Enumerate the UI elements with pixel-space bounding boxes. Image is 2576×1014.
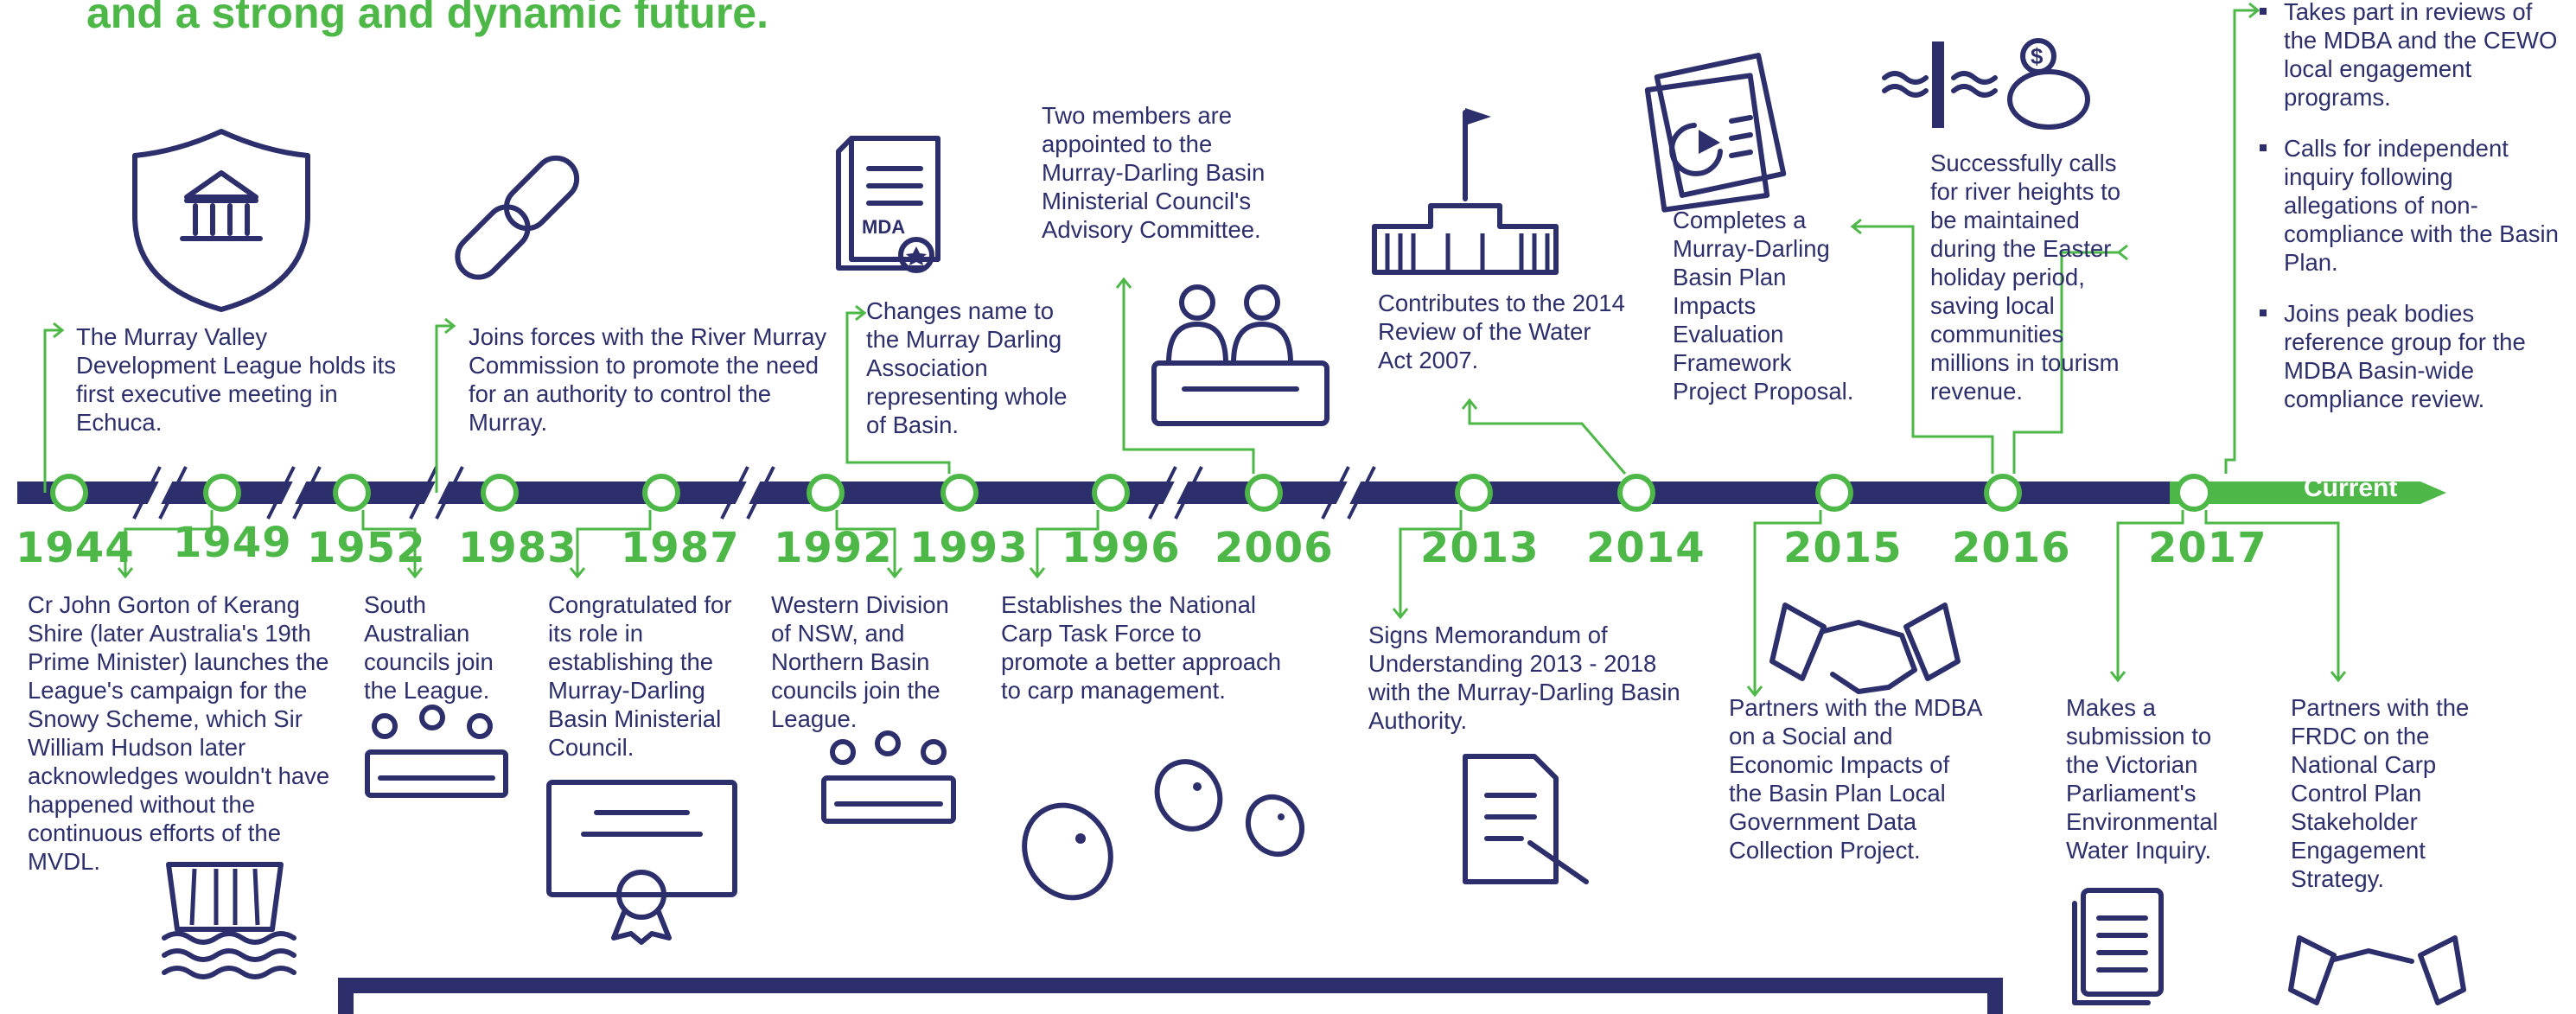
dam-icon <box>162 862 296 979</box>
year-2016: 2016 <box>1952 524 2071 572</box>
carp-fish-icon <box>1022 759 1305 901</box>
handshake-icon-2 <box>2288 935 2466 1005</box>
event-1944-text: The Murray Valley Development League hol… <box>76 323 396 436</box>
report-documents-icon <box>1644 53 1787 213</box>
year-1944: 1944 <box>16 524 135 572</box>
node-1952 <box>333 474 371 512</box>
year-1983: 1983 <box>458 524 577 572</box>
event-2006-text: Two members are appointed to the Murray-… <box>1042 102 1266 243</box>
node-2015 <box>1815 474 1853 512</box>
signed-document-icon <box>1463 754 1589 884</box>
event-2017a-text: Makes a submission to the Victorian Parl… <box>2066 694 2218 864</box>
delegates-desk-icon <box>1151 284 1329 426</box>
current-bullets: Takes part in reviews of the MDBA and th… <box>2256 0 2567 436</box>
submission-documents-icon <box>2072 888 2164 1005</box>
event-2017b-text: Partners with the FRDC on the National C… <box>2291 694 2470 892</box>
bottom-frame <box>338 978 2003 1014</box>
node-2013 <box>1455 474 1493 512</box>
node-2017 <box>2175 474 2213 512</box>
parliament-house-icon <box>1372 108 1559 275</box>
council-meeting-icon <box>365 705 508 798</box>
node-1983 <box>481 474 519 512</box>
current-label: Current <box>2304 474 2398 502</box>
node-1992 <box>807 474 845 512</box>
certificate-document-icon <box>836 136 940 273</box>
event-1993-text: Changes name to the Murray Darling Assoc… <box>866 297 1068 438</box>
chain-link-icon <box>455 155 580 280</box>
event-1949-text: Cr John Gorton of Kerang Shire (later Au… <box>28 591 330 875</box>
year-2017: 2017 <box>2148 524 2267 572</box>
year-1952: 1952 <box>307 524 426 572</box>
node-1996 <box>1092 474 1130 512</box>
event-2015a-text: Completes a Murray-Darling Basin Plan Im… <box>1673 207 1854 405</box>
year-2013: 2013 <box>1420 524 1540 572</box>
node-1987 <box>642 474 680 512</box>
year-2014: 2014 <box>1586 524 1706 572</box>
node-1949 <box>203 474 241 512</box>
current-bullet-1: Takes part in reviews of the MDBA and th… <box>2256 0 2567 112</box>
node-2006 <box>1245 474 1283 512</box>
event-1996-text: Establishes the National Carp Task Force… <box>1001 591 1282 704</box>
event-1992-text: Western Division of NSW, and Northern Ba… <box>771 591 949 732</box>
event-2016-text: Successfully calls for river heights to … <box>1930 150 2121 405</box>
timeline-current-arrow <box>2170 481 2446 504</box>
shield-icon <box>132 129 310 312</box>
year-1996: 1996 <box>1062 524 1181 572</box>
current-bullet-3: Joins peak bodies reference group for th… <box>2256 299 2567 413</box>
event-2015b-text: Partners with the MDBA on a Social and E… <box>1729 694 1981 864</box>
event-2014-text: Contributes to the 2014 Review of the Wa… <box>1378 290 1625 373</box>
headline: and a strong and dynamic future. <box>86 0 768 37</box>
year-2006: 2006 <box>1215 524 1334 572</box>
year-1987: 1987 <box>621 524 740 572</box>
event-1987-text: Congratulated for its role in establishi… <box>548 591 732 761</box>
year-1993: 1993 <box>909 524 1029 572</box>
node-2016 <box>1984 474 2022 512</box>
mda-badge: MDA <box>862 216 905 238</box>
handshake-icon <box>1769 603 1961 694</box>
event-1952-text: South Australian councils join the Leagu… <box>364 591 494 704</box>
event-2013-text: Signs Memorandum of Understanding 2013 -… <box>1368 622 1680 734</box>
year-2015: 2015 <box>1783 524 1903 572</box>
node-2014 <box>1617 474 1655 512</box>
year-1949: 1949 <box>173 519 292 567</box>
year-1992: 1992 <box>774 524 893 572</box>
council-meeting-icon-2 <box>821 730 956 824</box>
river-gauge-piggy-bank-icon: $ <box>1882 38 2090 130</box>
node-1993 <box>940 474 979 512</box>
svg-text:$: $ <box>2031 43 2044 69</box>
certificate-ribbon-icon <box>546 780 737 945</box>
event-1983-text: Joins forces with the River Murray Commi… <box>469 323 827 436</box>
node-1944 <box>50 474 88 512</box>
current-bullet-2: Calls for independent inquiry following … <box>2256 134 2567 277</box>
